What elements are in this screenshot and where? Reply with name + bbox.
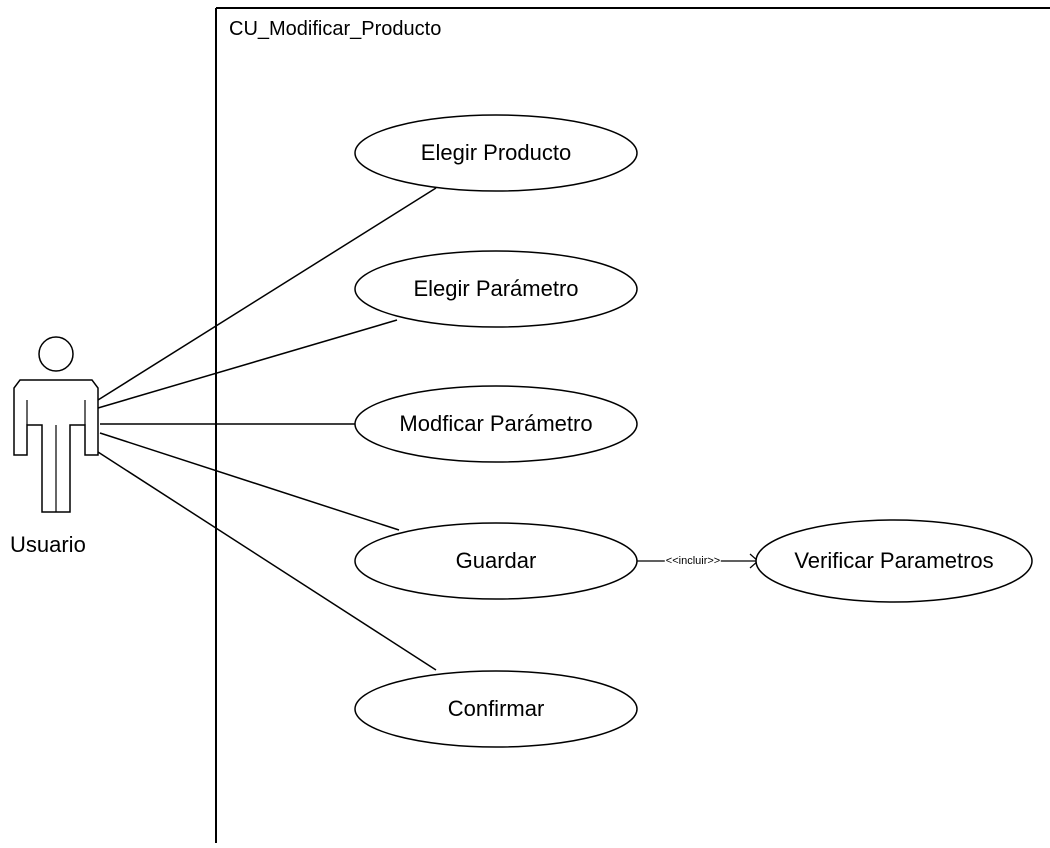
usecase-label-verificar-parametros: Verificar Parametros [794, 548, 994, 573]
usecase-ellipse-elegir-producto [354, 114, 638, 192]
actor-label: Usuario [10, 532, 86, 557]
usecase-ellipse-elegir-parametro [354, 250, 638, 328]
usecase-label-guardar: Guardar [455, 548, 537, 573]
usecase-label-elegir-producto: Elegir Producto [420, 140, 572, 165]
usecase-label-confirmar: Confirmar [447, 696, 545, 721]
actor-figure [13, 336, 99, 513]
association-confirmar [97, 451, 437, 671]
usecase-label-elegir-parametro: Elegir Parámetro [413, 276, 579, 301]
system-boundary-title: CU_Modificar_Producto [229, 18, 442, 40]
include-relation-label: <<incluir>> [664, 555, 722, 567]
usecase-ellipse-modificar-parametro [354, 385, 638, 463]
association-elegir-producto [97, 187, 437, 401]
usecase-ellipse-guardar [354, 522, 638, 600]
usecase-label-modificar-parametro: Modficar Parámetro [399, 411, 593, 436]
usecase-ellipse-verificar-parametros [755, 519, 1033, 603]
association-elegir-parametro [97, 319, 398, 409]
association-guardar [99, 432, 400, 531]
usecase-ellipse-confirmar [354, 670, 638, 748]
actor-head [38, 336, 74, 372]
